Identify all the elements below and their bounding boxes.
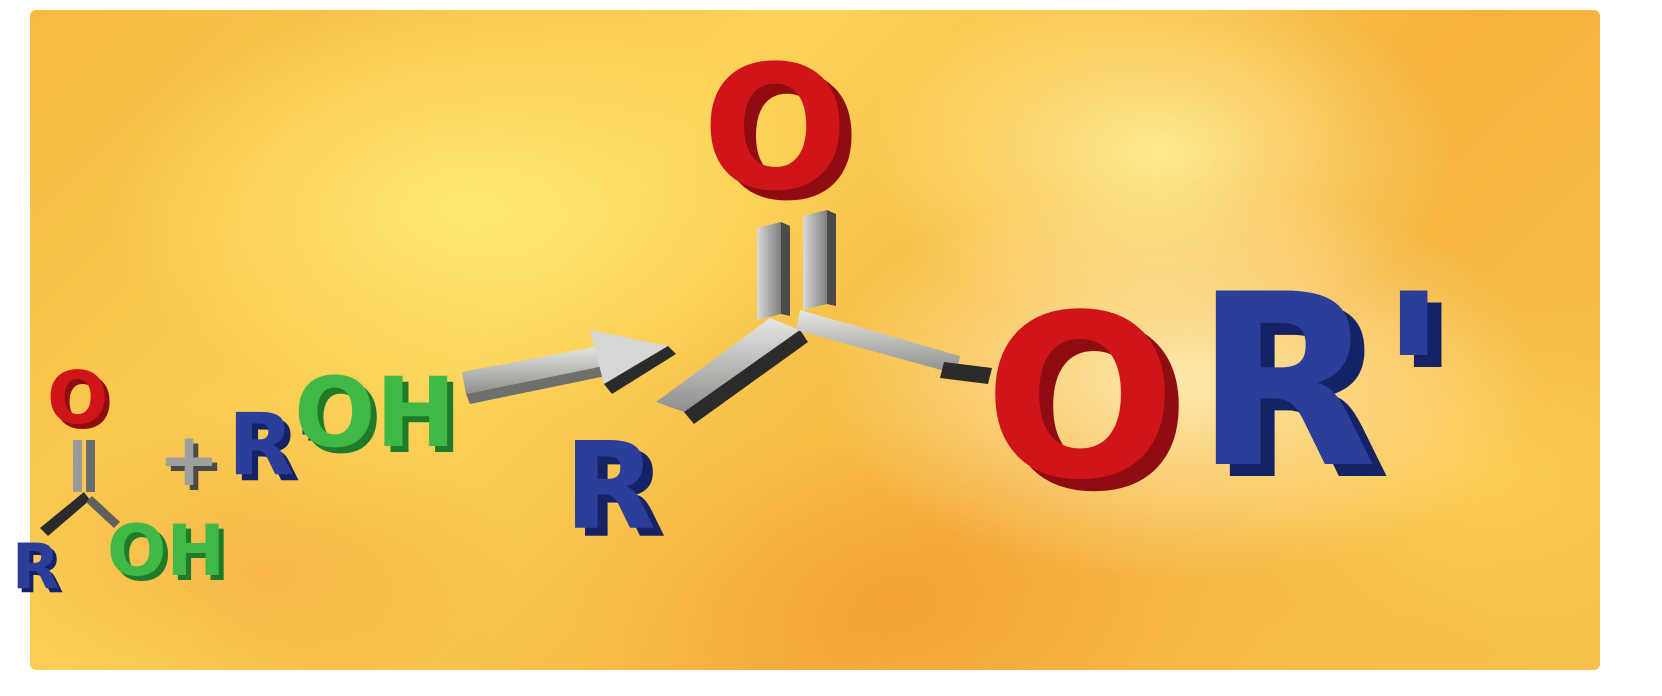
plus-sign-group: + + <box>158 417 225 508</box>
ester-oxygen-shadow: O <box>998 279 1190 542</box>
arrow-shaft <box>462 346 604 394</box>
plus-sign-shadow: + <box>163 422 225 508</box>
alcohol-hydroxyl-group: OH <box>294 357 456 469</box>
ester-alkyl-group: R <box>564 418 656 557</box>
ester-double-bond <box>757 210 836 320</box>
alcohol-alkyl-group: R' <box>228 395 321 495</box>
ester-carbonyl-oxygen-shadow: O <box>714 38 860 239</box>
acid-oh-shadow: OH <box>112 515 230 597</box>
arrow-shaft-side <box>466 366 606 404</box>
ester-alkyl-prime-group: R' <box>1194 244 1450 521</box>
ester-carbonyl-oxygen: O <box>702 28 848 229</box>
acid-hydroxyl-group: OH <box>107 510 225 592</box>
acid-r-bond <box>40 492 90 536</box>
alcohol-oh-shadow: OH <box>300 363 462 475</box>
acid-carbonyl-oxygen: O <box>47 356 108 440</box>
arrow-head-shadow <box>604 346 676 394</box>
ester-o-bond <box>796 310 992 384</box>
ester-r-prime-shadow: R' <box>1208 256 1464 533</box>
acid-oxygen-shadow: O <box>52 361 113 445</box>
acid-oh-bond <box>86 496 120 528</box>
alcohol-r-shadow: R' <box>234 401 327 501</box>
acid-double-bond <box>73 440 95 492</box>
acid-alkyl-group: R <box>12 530 60 603</box>
product-glow <box>820 180 1540 580</box>
ester-oxygen: O <box>984 267 1176 530</box>
product-ester-molecule: O O R R O O R' R' <box>564 28 1464 565</box>
reaction-arrow <box>462 330 676 404</box>
reactant-alcohol-molecule: R' R' OH OH <box>228 357 462 501</box>
reactant-acid-molecule: O O R R OH OH <box>12 356 230 607</box>
acid-r-shadow: R <box>16 534 64 607</box>
arrow-head <box>590 330 668 384</box>
ester-r-bond <box>656 318 808 424</box>
plus-sign: + <box>158 417 220 503</box>
ester-r-shadow: R <box>574 426 666 565</box>
